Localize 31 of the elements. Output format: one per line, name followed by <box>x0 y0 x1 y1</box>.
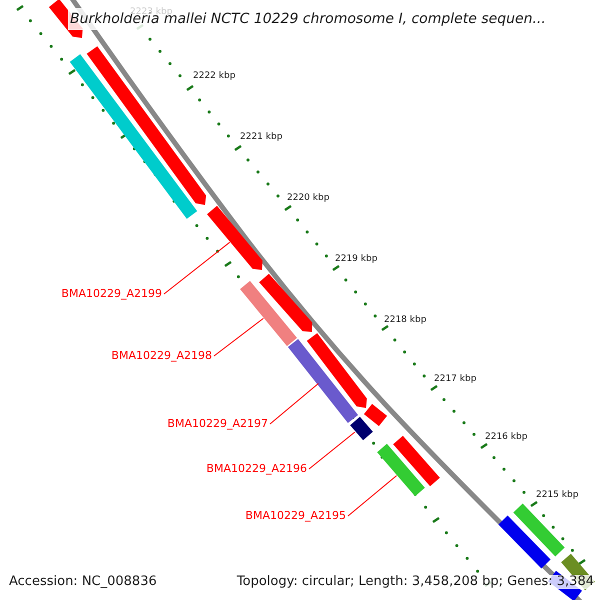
gene-bar <box>350 416 373 440</box>
leader-line <box>348 475 398 516</box>
tick-label: 2219 kbp <box>335 253 378 266</box>
gene-label: BMA10229_A2198 <box>111 349 212 363</box>
tick-label: 2217 kbp <box>434 373 476 386</box>
leader-line <box>214 318 264 356</box>
tick-label: 2221 kbp <box>240 131 282 144</box>
gene-bar <box>377 444 425 496</box>
gene-bar <box>306 333 367 408</box>
leader-line <box>270 383 319 424</box>
tick-label: 2222 kbp <box>193 70 236 83</box>
gene-bar <box>498 516 551 568</box>
sequence-info-text: Topology: circular; Length: 3,458,208 bp; Genes: 3,384 <box>236 575 594 589</box>
gene-bar <box>288 339 358 423</box>
gene-label: BMA10229_A2197 <box>167 417 268 431</box>
tick-label: 2215 kbp <box>536 489 578 502</box>
gene-bar <box>259 274 312 332</box>
gene-bar <box>240 280 297 346</box>
accession-text: Accession: NC_008836 <box>9 575 157 589</box>
gene-bar <box>364 404 388 426</box>
gene-bar <box>513 504 565 556</box>
gene-bar <box>393 436 440 486</box>
tick-label: 2220 kbp <box>287 192 330 205</box>
gene-label: BMA10229_A2196 <box>206 462 307 476</box>
gene-bar <box>207 206 262 270</box>
gene-label: BMA10229_A2195 <box>245 509 346 523</box>
leader-line <box>164 242 230 294</box>
leader-line <box>308 432 356 470</box>
tick-label: 2218 kbp <box>384 314 426 327</box>
tick-label: 2216 kbp <box>485 431 528 444</box>
gene-label: BMA10229_A2199 <box>61 287 162 301</box>
